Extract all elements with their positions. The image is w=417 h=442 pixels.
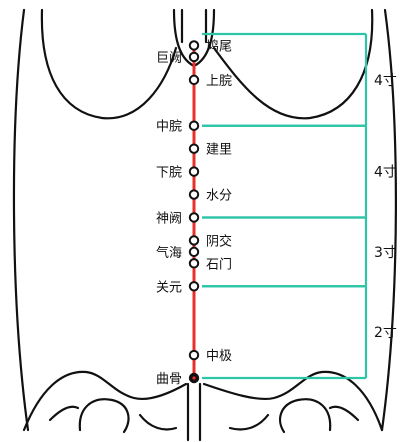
acupoint: 气海 [156, 245, 200, 261]
acupoint: 关元 [156, 280, 200, 295]
right-acetabulum [279, 398, 332, 434]
measurement-label: 2寸 [374, 325, 397, 341]
acupoint: 鸠尾 [188, 38, 232, 54]
acupoint: 中极 [188, 349, 232, 364]
torso-left-edge [12, 8, 30, 432]
acupoint-label: 中脘 [156, 120, 182, 135]
acupoint-marker [188, 51, 200, 63]
left-iliac-crest [22, 370, 188, 432]
acupoint-marker [188, 349, 200, 361]
acupoint-marker [188, 40, 200, 51]
measurement-bracket: 2寸 [202, 285, 397, 380]
left-pelvic-inner [48, 405, 80, 422]
acupoint: 神阙 [156, 211, 200, 226]
torso-outline [12, 8, 398, 442]
acupoint: 阴交 [188, 233, 232, 249]
acupoint-marker [188, 235, 200, 246]
right-iliac-crest [202, 370, 384, 432]
acupoint-marker-center [192, 376, 196, 380]
left-rib-margin [40, 8, 178, 120]
acupoint: 上脘 [188, 74, 232, 89]
acupoint-marker [188, 258, 200, 269]
acupoint-label: 下脘 [156, 166, 182, 181]
acupoint-label: 上脘 [206, 74, 232, 89]
right-rib-margin [212, 8, 374, 120]
acupoint-marker [188, 74, 200, 86]
acupoint-marker [188, 166, 200, 177]
acupoint-label: 巨阙 [156, 51, 182, 66]
left-acetabulum [78, 398, 130, 434]
acupoint-marker [188, 212, 200, 223]
acupoint-label: 关元 [156, 280, 182, 295]
acupoint: 水分 [188, 189, 232, 204]
acupoint-label: 建里 [206, 143, 232, 158]
measurement-brackets: 4寸 4寸 3寸 2寸 [202, 32, 397, 380]
acupoint: 石门 [188, 257, 232, 272]
acupoint-marker [188, 281, 200, 292]
acupoint-marker [188, 120, 200, 131]
pubic-symphysis [186, 382, 202, 442]
acupoint: 下脘 [156, 166, 200, 181]
acupoint-label: 曲骨 [156, 372, 182, 387]
acupoint: 建里 [188, 143, 232, 158]
acupoint-label: 水分 [206, 189, 232, 204]
acupoint: 中脘 [156, 120, 200, 135]
acupoint-label: 石门 [206, 257, 232, 272]
measurement-label: 4寸 [374, 73, 397, 89]
measurement-bracket: 4寸 [202, 124, 397, 219]
right-pelvic-inner [328, 405, 360, 422]
acupoint-label: 鸠尾 [206, 38, 232, 54]
acupoint-marker [188, 246, 200, 258]
measurement-label: 3寸 [374, 245, 397, 261]
torso-right-edge [380, 8, 398, 432]
acupoint-marker [188, 143, 200, 154]
acupoint-marker [188, 189, 200, 200]
acupoint: 曲骨 [156, 372, 200, 387]
measurement-label: 4寸 [374, 165, 397, 181]
acupoint: 巨阙 [156, 51, 200, 66]
measurement-bracket: 3寸 [202, 216, 397, 288]
acupoint-label: 中极 [206, 349, 232, 364]
acupoint-label: 神阙 [156, 211, 182, 226]
acupoint-label: 阴交 [206, 233, 232, 249]
left-pubic-ramus [138, 413, 178, 431]
acupoint-label: 气海 [156, 245, 182, 261]
right-pubic-ramus [228, 413, 270, 431]
